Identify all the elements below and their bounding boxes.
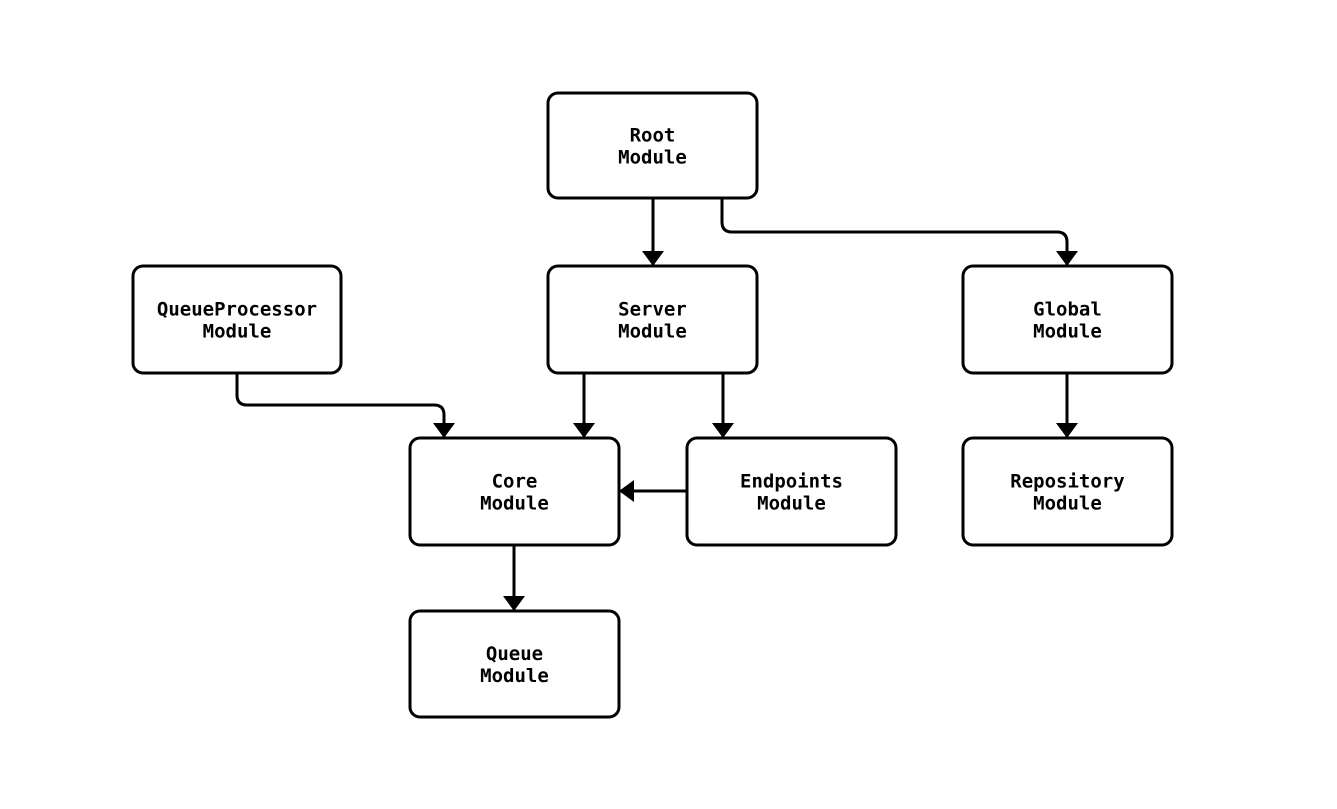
node-box <box>408 436 621 547</box>
node-box <box>546 264 759 375</box>
edge-server-to-endpoints <box>712 373 734 438</box>
edge-root-to-server <box>642 198 664 266</box>
node-box <box>685 436 898 547</box>
arrowhead-icon <box>503 596 525 611</box>
arrowhead-icon <box>573 423 595 438</box>
arrowhead-icon <box>712 423 734 438</box>
edge-line <box>720 198 1069 266</box>
arrowhead-icon <box>642 251 664 266</box>
edge-endpoints-to-core <box>619 480 687 502</box>
node-box <box>131 264 343 375</box>
node-box <box>546 91 759 200</box>
edge-queueprocessor-to-core <box>235 373 455 438</box>
arrowhead-icon <box>1056 251 1078 266</box>
edge-server-to-core <box>573 373 595 438</box>
edge-global-to-repository <box>1056 373 1078 438</box>
node-box <box>408 609 621 719</box>
arrowhead-icon <box>433 423 455 438</box>
node-box <box>961 436 1174 547</box>
edge-core-to-queue <box>503 545 525 611</box>
arrowhead-icon <box>619 480 634 502</box>
node-box <box>961 264 1174 375</box>
edge-line <box>235 373 446 438</box>
edge-root-to-global <box>720 198 1078 266</box>
arrowhead-icon <box>1056 423 1078 438</box>
